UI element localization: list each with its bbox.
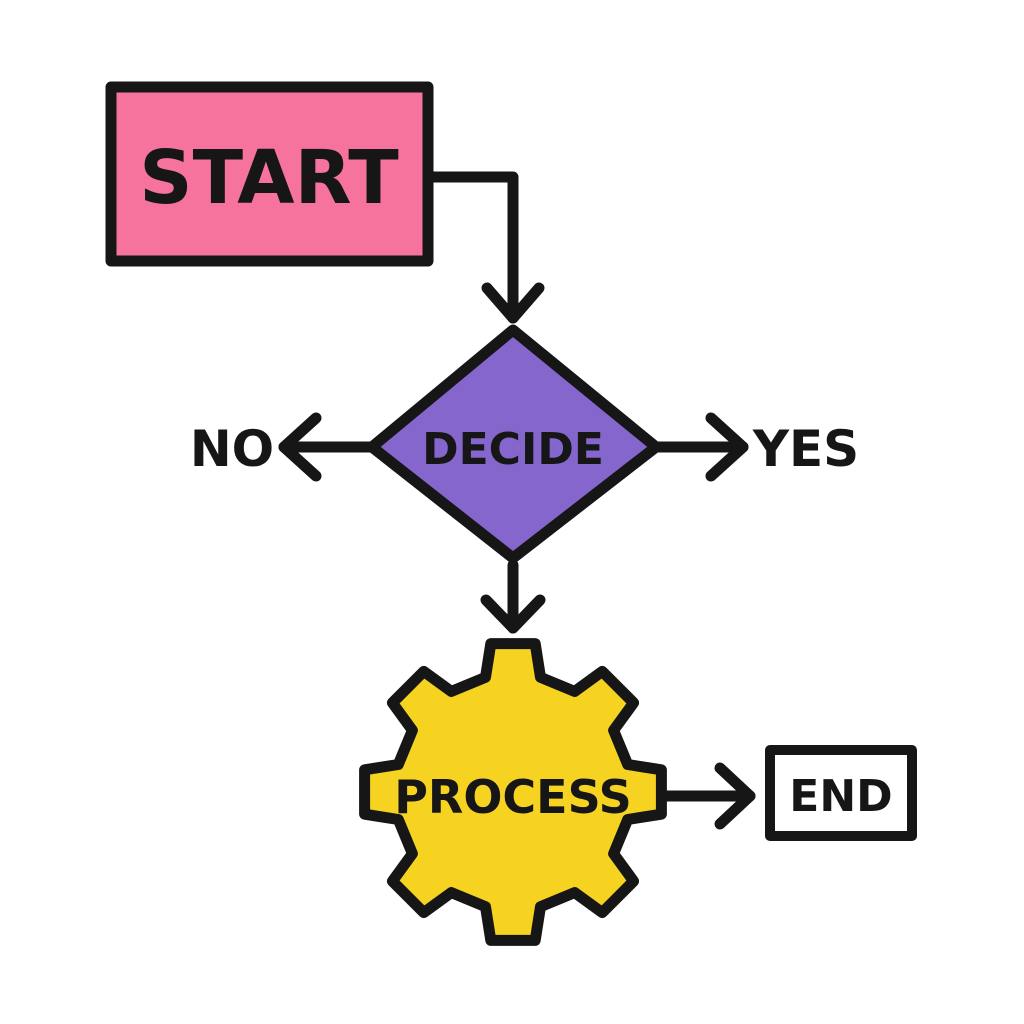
yes-branch-label: YES bbox=[752, 420, 859, 478]
process-node: PROCESS bbox=[359, 638, 667, 946]
connector-start-to-decide bbox=[426, 171, 545, 324]
start-node: START bbox=[105, 81, 434, 267]
connector-process-to-end bbox=[658, 762, 756, 830]
end-box bbox=[765, 745, 917, 841]
end-label: END bbox=[789, 771, 892, 822]
decide-node: DECIDE bbox=[366, 324, 662, 564]
start-box bbox=[105, 81, 434, 267]
connector-decide-to-yes bbox=[652, 412, 749, 482]
connector-decide-to-no bbox=[278, 412, 380, 482]
process-gear bbox=[359, 638, 667, 946]
end-node: END bbox=[765, 745, 917, 841]
no-branch-label: NO bbox=[190, 420, 274, 478]
connector-decide-to-process bbox=[480, 559, 546, 634]
decide-label: DECIDE bbox=[422, 424, 604, 475]
process-label: PROCESS bbox=[394, 770, 632, 824]
decide-diamond bbox=[366, 324, 662, 564]
start-label: START bbox=[139, 135, 399, 221]
